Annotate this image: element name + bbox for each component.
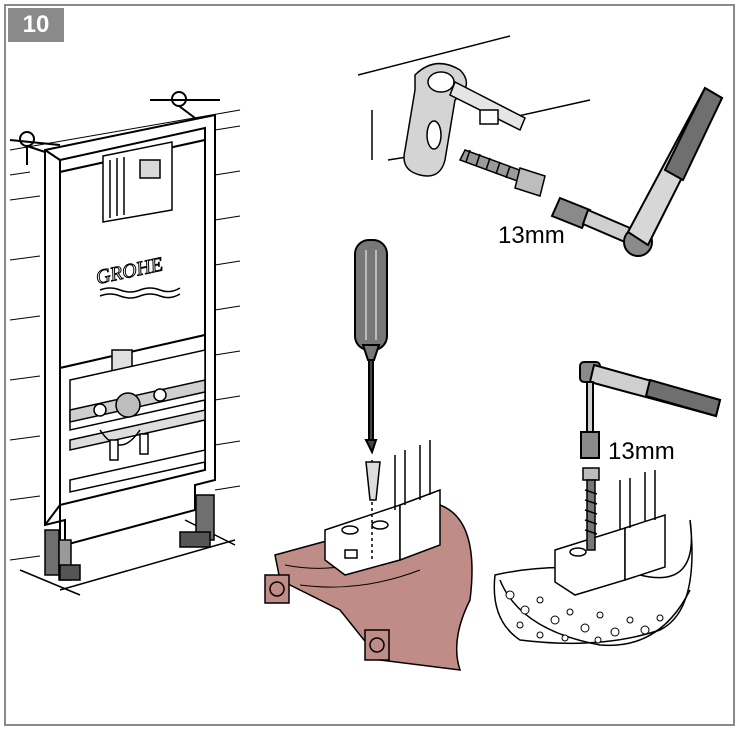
floor-bracket-wood [324, 440, 441, 576]
step-number-badge: 10 [8, 8, 64, 42]
wall-anchor-bolt [458, 149, 546, 197]
wall-brackets [9, 91, 220, 165]
cistern-box [102, 141, 173, 223]
wall-brick-lines [9, 109, 241, 561]
floor-anchor-size-label: 13mm [608, 438, 675, 465]
screwdriver [354, 239, 388, 455]
wall-anchor-detail [357, 35, 591, 177]
anchor-bolt-floor [582, 467, 600, 551]
floor-bracket-concrete [554, 470, 666, 596]
lower-frame-fittings [69, 349, 206, 493]
wall-anchor-size-label: 13mm [498, 222, 565, 249]
frame-feet [44, 494, 215, 581]
socket-wrench-bottom [579, 361, 722, 459]
socket-wrench-top [550, 86, 724, 257]
